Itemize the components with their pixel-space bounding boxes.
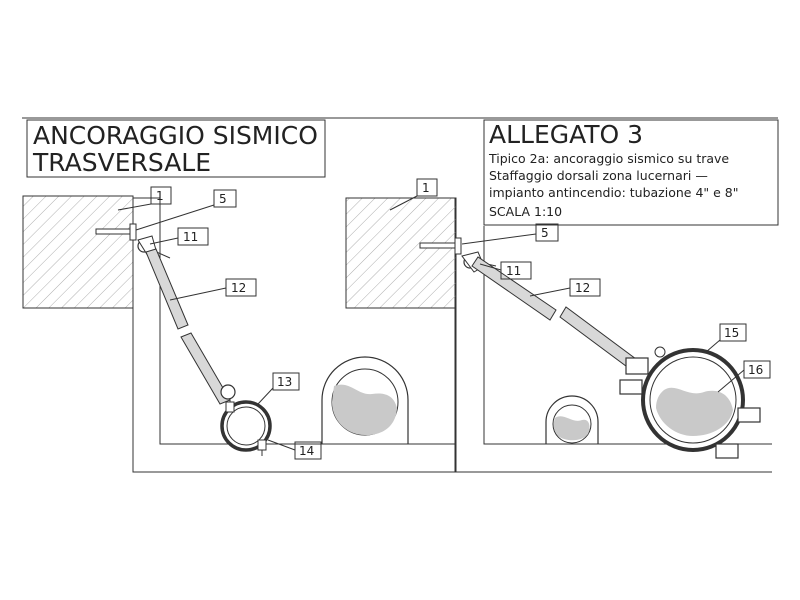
title-left-line1: ANCORAGGIO SISMICO: [33, 121, 318, 150]
svg-text:16: 16: [748, 363, 763, 377]
svg-text:1: 1: [422, 181, 430, 195]
title-box-left: ANCORAGGIO SISMICO TRASVERSALE: [26, 119, 326, 178]
title-box-right: ALLEGATO 3 Tipico 2a: ancoraggio sismico…: [483, 119, 779, 226]
pipe-saddle-right: [540, 395, 604, 445]
svg-text:14: 14: [299, 444, 314, 458]
title-right-line3: impianto antincendio: tubazione 4" e 8": [489, 185, 739, 200]
svg-text:12: 12: [231, 281, 246, 295]
callout-left-12: 12: [169, 278, 257, 301]
svg-text:1: 1: [156, 189, 164, 203]
detail-left: 1 5 11 12 13 14: [22, 186, 456, 473]
callout-left-14: 14: [267, 439, 322, 460]
svg-text:13: 13: [277, 375, 292, 389]
callout-right-11: 11: [479, 261, 532, 280]
brace-left: [145, 248, 236, 405]
callout-right-16: 16: [717, 360, 771, 393]
pipe-saddle-left: [316, 356, 414, 445]
callout-right-1: 1: [389, 178, 438, 211]
title-right-heading: ALLEGATO 3: [489, 120, 643, 149]
callout-left-1: 1: [117, 186, 172, 211]
callout-left-13: 13: [257, 372, 300, 405]
callout-right-12: 12: [529, 278, 601, 297]
beam-right: [345, 197, 457, 309]
callout-right-15: 15: [705, 323, 747, 353]
title-right-line2: Staffaggio dorsali zona lucernari —: [489, 168, 708, 183]
svg-text:15: 15: [724, 326, 739, 340]
title-right-line4: SCALA 1:10: [489, 204, 562, 219]
beam-left: [22, 195, 134, 309]
svg-text:5: 5: [219, 192, 227, 206]
callout-right-5: 5: [461, 223, 559, 245]
pipe-clamp-right: [619, 346, 761, 459]
svg-text:12: 12: [575, 281, 590, 295]
brace-right: [471, 256, 641, 373]
svg-text:5: 5: [541, 226, 549, 240]
detail-right: 1 5 11 12 15 16: [345, 178, 772, 473]
anchor-bolt-left: [95, 223, 171, 259]
svg-text:11: 11: [183, 230, 198, 244]
svg-text:11: 11: [506, 264, 521, 278]
callout-left-5: 5: [135, 189, 237, 231]
pipe-clamp-left: [220, 398, 272, 456]
callout-left-11: 11: [149, 227, 209, 246]
title-left-line2: TRASVERSALE: [32, 148, 211, 177]
title-right-line1: Tipico 2a: ancoraggio sismico su trave: [488, 151, 729, 166]
